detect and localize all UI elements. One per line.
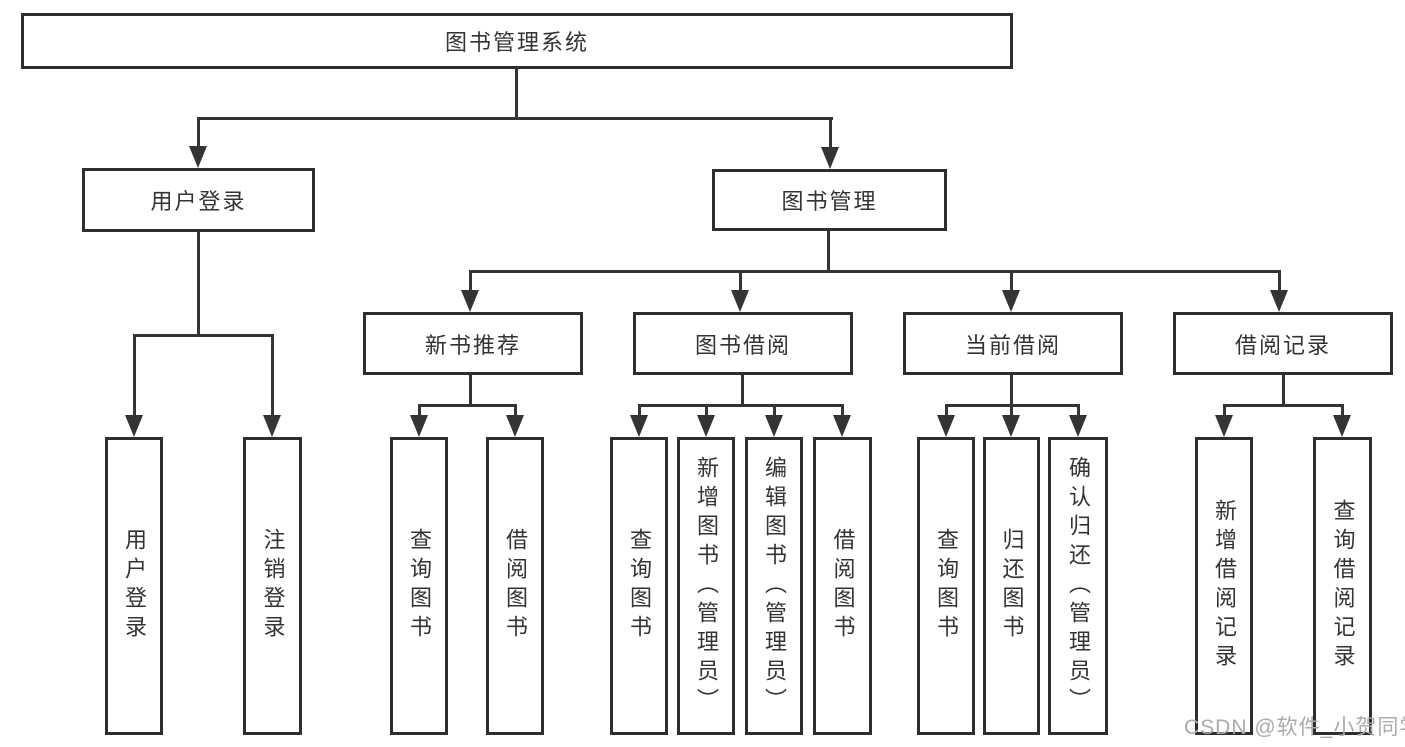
connector-line <box>197 117 200 148</box>
arrow-down-icon <box>263 415 281 437</box>
node-label: 查询借阅记录 <box>1330 499 1356 673</box>
connector-line <box>271 334 274 417</box>
node-label: 查询图书 <box>934 528 959 644</box>
connector-line <box>469 375 472 406</box>
node-label: 图书借阅 <box>694 332 791 358</box>
connector-line <box>1010 375 1013 406</box>
node-label: 查询图书 <box>407 528 432 644</box>
connector-line <box>1341 404 1344 417</box>
arrow-down-icon <box>1069 415 1087 437</box>
node-label: 新增借阅记录 <box>1212 499 1237 673</box>
node-label: 借阅图书 <box>830 528 856 644</box>
connector-line <box>1010 404 1013 417</box>
leaf-query-books-current: 查询图书 <box>917 437 975 735</box>
connector-line <box>133 334 136 417</box>
connector-line <box>705 404 708 417</box>
connector-line <box>197 232 200 336</box>
arrow-down-icon <box>1002 415 1020 437</box>
arrow-down-icon <box>506 415 524 437</box>
connector-line <box>827 231 830 272</box>
node-label: 编辑图书（管理员） <box>762 455 787 717</box>
node-label: 当前借阅 <box>964 332 1061 358</box>
connector-line <box>418 404 421 417</box>
connector-line <box>1077 404 1080 417</box>
node-label: 归还图书 <box>999 528 1025 644</box>
node-new-book-recommend: 新书推荐 <box>363 312 583 375</box>
arrow-down-icon <box>1333 415 1351 437</box>
leaf-query-books-borrow: 查询图书 <box>610 437 668 735</box>
connector-line <box>1223 404 1344 407</box>
arrow-down-icon <box>1270 290 1288 312</box>
leaf-query-borrow-record: 查询借阅记录 <box>1313 437 1372 735</box>
node-label: 借阅记录 <box>1234 332 1331 358</box>
node-user-login: 用户登录 <box>82 168 315 232</box>
arrow-down-icon <box>731 290 749 312</box>
arrow-down-icon <box>410 415 428 437</box>
node-book-management: 图书管理 <box>712 169 947 231</box>
node-label: 用户登录 <box>122 528 147 644</box>
arrow-down-icon <box>937 415 955 437</box>
arrow-down-icon <box>461 290 479 312</box>
connector-line <box>773 404 776 417</box>
connector-line <box>1223 404 1226 417</box>
connector-line <box>841 404 844 417</box>
arrow-down-icon <box>697 415 715 437</box>
connector-line <box>514 404 517 417</box>
leaf-add-book-admin: 新增图书（管理员） <box>677 437 735 735</box>
arrow-down-icon <box>189 146 207 168</box>
arrow-down-icon <box>630 415 648 437</box>
connector-line <box>1278 270 1281 292</box>
node-label: 图书管理 <box>781 189 878 214</box>
connector-line <box>739 270 742 292</box>
connector-line <box>638 404 844 407</box>
connector-line <box>638 404 641 417</box>
node-label: 查询图书 <box>627 528 652 644</box>
connector-line <box>133 334 274 337</box>
node-label: 注销登录 <box>260 528 286 644</box>
arrow-down-icon <box>821 147 839 169</box>
connector-line <box>469 270 1281 273</box>
connector-line <box>418 404 517 407</box>
node-label: 新书推荐 <box>424 332 521 358</box>
arrow-down-icon <box>833 415 851 437</box>
arrow-down-icon <box>1002 290 1020 312</box>
connector-line <box>515 69 518 119</box>
leaf-return-book: 归还图书 <box>983 437 1040 735</box>
leaf-query-books-recommend: 查询图书 <box>390 437 448 735</box>
leaf-add-borrow-record: 新增借阅记录 <box>1195 437 1253 735</box>
node-library-system: 图书管理系统 <box>21 13 1013 69</box>
arrow-down-icon <box>765 415 783 437</box>
watermark: CSDN @软件_小贺同学 <box>1184 716 1405 739</box>
node-label: 用户登录 <box>150 189 247 214</box>
leaf-borrow-books-recommend: 借阅图书 <box>486 437 544 735</box>
node-current-borrow: 当前借阅 <box>903 312 1123 375</box>
connector-line <box>1010 270 1013 292</box>
connector-line <box>1282 375 1285 406</box>
leaf-borrow-books: 借阅图书 <box>813 437 872 735</box>
node-label: 借阅图书 <box>503 528 528 644</box>
leaf-user-login: 用户登录 <box>105 437 163 735</box>
leaf-logout-login: 注销登录 <box>243 437 302 735</box>
leaf-confirm-return-admin: 确认归还（管理员） <box>1048 437 1108 735</box>
node-label: 新增图书（管理员） <box>694 455 719 717</box>
connector-line <box>829 117 832 148</box>
arrow-down-icon <box>125 415 143 437</box>
connector-line <box>469 270 472 292</box>
connector-line <box>741 375 744 406</box>
connector-line <box>197 117 833 120</box>
node-label: 图书管理系统 <box>444 30 589 55</box>
node-borrow-records: 借阅记录 <box>1173 312 1393 375</box>
arrow-down-icon <box>1215 415 1233 437</box>
leaf-edit-book-admin: 编辑图书（管理员） <box>745 437 803 735</box>
node-label: 确认归还（管理员） <box>1066 455 1091 717</box>
node-book-borrow: 图书借阅 <box>633 312 853 375</box>
connector-line <box>945 404 948 417</box>
